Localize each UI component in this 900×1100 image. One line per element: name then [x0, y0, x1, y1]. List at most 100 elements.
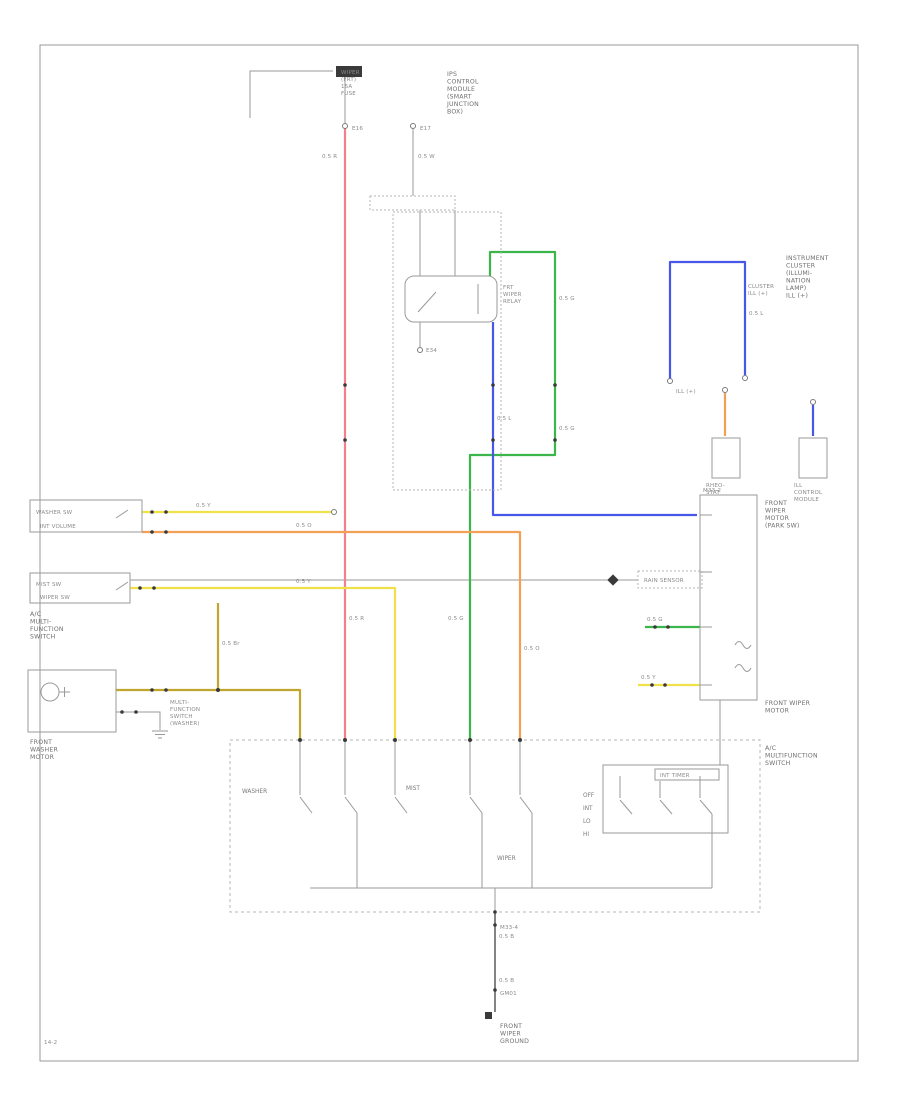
washer-motor-label: WASHER [30, 747, 59, 754]
motor-coil-2 [734, 664, 752, 672]
wire-blue-motor [491, 322, 697, 517]
sjb-label: (SMART [447, 94, 472, 101]
wiper-motor-bot-label: FRONT WIPER [765, 700, 811, 707]
int-timer-label: INT TIMER [660, 773, 690, 779]
mist-position-label: MIST [406, 786, 420, 792]
connector-code: E16 [352, 126, 363, 132]
mist-sw-row: MIST SW [36, 582, 62, 588]
labels: WIPER (FRT) 15A FUSE IPS CONTROL MODULE … [30, 70, 829, 1046]
wire-code: 0.5 G [448, 616, 464, 622]
structural-lines [59, 70, 752, 765]
front-wiper-motor-connector [699, 494, 758, 701]
off-position-label: OFF [583, 793, 594, 799]
ill-mid-label: ILL (+) [676, 389, 696, 395]
mf-washer-label: SWITCH [170, 714, 193, 720]
cluster-label: INSTRUMENT [786, 255, 829, 262]
washer-motor-label: MOTOR [30, 754, 55, 761]
mf-washer-label: MULTI- [170, 700, 189, 706]
front-wiper-relay [404, 275, 498, 323]
sjb-label: MODULE [447, 86, 475, 93]
connector-code: GM01 [500, 991, 517, 997]
cluster-label: (ILLUMI- [786, 270, 812, 277]
signal-diamond [607, 574, 619, 586]
acm-left-label: SWITCH [30, 634, 56, 641]
cluster-label: NATION [786, 278, 811, 285]
mf-washer-label: FUNCTION [170, 707, 200, 713]
wire-code: 0.5 L [749, 311, 764, 317]
wire-code: 0.5 G [559, 426, 575, 432]
wire-code: 0.5 B [499, 934, 514, 940]
wire-codes: 0.5 R 0.5 W 0.5 G 0.5 L 0.5 L 0.5 G 0.5 … [196, 154, 764, 984]
ground-label: FRONT [500, 1023, 522, 1030]
cluster-label: ILL (+) [786, 293, 808, 300]
wire-orange-int [142, 530, 522, 740]
mf-right-label: A/C [765, 745, 776, 752]
washer-position-label: WASHER [242, 789, 267, 795]
connector-code: M33-4 [500, 925, 519, 931]
int-volume-row: INT VOLUME [40, 524, 76, 530]
wiper-motor-label: FRONT [765, 500, 787, 507]
wire-code: 0.5 Br [222, 641, 240, 647]
wiper-switch-box [29, 572, 131, 604]
wire-code: 0.5 R [349, 616, 364, 622]
wire-code: 0.5 Y [296, 579, 311, 585]
wire-code: 0.5 G [559, 296, 575, 302]
hi-position-label: HI [583, 832, 589, 838]
wiper-motor-bot-label: MOTOR [765, 708, 790, 715]
ground-terminal [485, 1012, 492, 1019]
cluster-ill-label: CLUSTER [748, 284, 774, 290]
acm-left-label: MULTI- [30, 619, 52, 626]
rheostat-label: RHEO- [706, 483, 725, 489]
wire-code: 0.5 B [499, 978, 514, 984]
sjb-label: IPS [447, 71, 457, 78]
wire-code: 0.5 O [524, 646, 540, 652]
ill-module-label: CONTROL [794, 490, 823, 496]
rheostat-label: STAT [706, 490, 720, 496]
fuse-label: 15A [341, 84, 352, 90]
fuse-bracket [249, 70, 333, 118]
page-code: 14-2 [44, 1040, 57, 1046]
wiper-motor-label: (PARK SW) [765, 523, 800, 530]
wire-code: 0.5 O [296, 523, 312, 529]
ill-module-label: MODULE [794, 497, 819, 503]
mf-right-label: SWITCH [765, 760, 791, 767]
wiper-motor-label: WIPER [765, 508, 786, 515]
washer-motor-box [27, 669, 117, 733]
int-timer-box [654, 768, 720, 781]
fuse-element [336, 66, 362, 77]
relay-label: WIPER [503, 292, 522, 298]
ground-label: GROUND [500, 1038, 529, 1045]
wiper-label: WIPER [497, 856, 516, 862]
cluster-label: CLUSTER [786, 263, 816, 270]
wiper-motor-label: MOTOR [765, 515, 790, 522]
wire-code: 0.5 Y [641, 675, 656, 681]
connector-code: E17 [420, 126, 431, 132]
ill-module-label: ILL [794, 483, 803, 489]
mf-right-label: MULTIFUNCTION [765, 753, 818, 760]
switch-internals [299, 740, 729, 912]
multifunction-switch-box [229, 739, 761, 913]
washer-motor-symbol [40, 682, 60, 702]
mf-washer-label: (WASHER) [170, 721, 200, 727]
ground-label: WIPER [500, 1031, 521, 1038]
cluster-ill-label: ILL (+) [748, 291, 768, 297]
connector-code: M33-2 [703, 488, 721, 494]
rain-sensor-label: RAIN SENSOR [644, 578, 684, 584]
relay-label: RELAY [503, 299, 522, 305]
washer-ground-line [116, 711, 161, 730]
relay-dotted-box [392, 211, 502, 491]
sjb-label: JUNCTION [446, 101, 479, 108]
wiper-sw-row: WIPER SW [40, 595, 70, 601]
connector-dots [120, 123, 816, 992]
acm-left-label: A/C [30, 611, 41, 618]
connector-codes: E16 E17 M33-2 E34 M33-4 GM01 [352, 126, 721, 997]
wires [116, 128, 815, 1012]
washer-sw-row: WASHER SW [36, 510, 73, 516]
wire-olive-washer-motor [116, 688, 302, 740]
fuse-label: FUSE [341, 91, 356, 97]
relay-label: FRT [503, 285, 514, 291]
fuse-label: (FRT) [341, 77, 356, 83]
rain-sensor-box [637, 570, 703, 589]
cluster-label: LAMP) [786, 285, 806, 292]
